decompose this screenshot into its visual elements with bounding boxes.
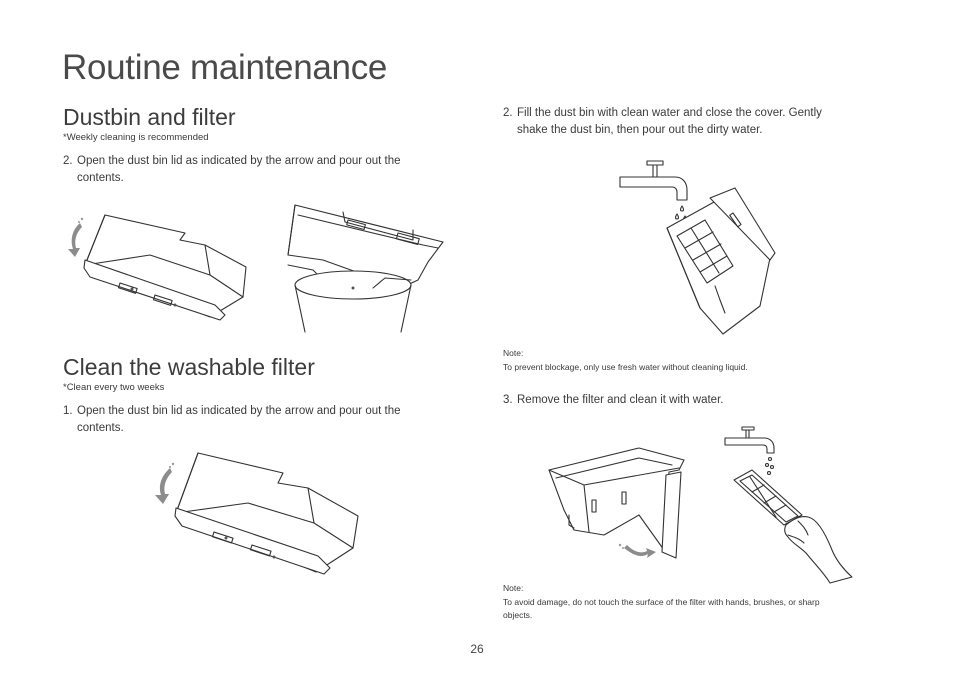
page-title: Routine maintenance <box>62 48 388 87</box>
washable-step-line1: Open the dust bin lid as indicated by th… <box>77 405 401 417</box>
washable-step: 1. Open the dust bin lid as indicated by … <box>63 403 463 437</box>
note2-line2: objects. <box>503 610 533 620</box>
fill-water-illustration <box>619 160 776 335</box>
remove-filter-step-number: 3. <box>503 394 513 406</box>
dustbin-step-line1: Open the dust bin lid as indicated by th… <box>77 155 401 167</box>
faucet-icon <box>724 426 775 454</box>
washable-step-line2: contents. <box>77 422 124 434</box>
filter-removed-illustration <box>548 447 685 559</box>
dustbin-subtitle: *Weekly cleaning is recommended <box>63 132 209 143</box>
note1-text: To prevent blockage, only use fresh wate… <box>503 362 748 372</box>
dustbin-open-illustration <box>68 214 247 321</box>
dustbin-pour-illustration <box>287 204 444 333</box>
dustbin-step-number: 2. <box>63 155 73 167</box>
fill-step: 2. Fill the dust bin with clean water and… <box>503 105 903 139</box>
washable-section-title: Clean the washable filter <box>63 354 315 380</box>
note2-label: Note: <box>503 583 524 593</box>
note2-text: To avoid damage, do not touch the surfac… <box>503 596 903 622</box>
page-number: 26 <box>470 642 484 656</box>
washable-step-number: 1. <box>63 405 73 417</box>
dustbin-step-line2: contents. <box>77 172 124 184</box>
washable-subtitle: *Clean every two weeks <box>63 382 165 393</box>
note1-label: Note: <box>503 348 524 358</box>
washable-open-illustration <box>155 452 359 575</box>
dustbin-section-title: Dustbin and filter <box>63 104 236 130</box>
remove-filter-step-text: Remove the filter and clean it with wate… <box>517 394 724 406</box>
dustbin-step: 2. Open the dust bin lid as indicated by … <box>63 153 463 187</box>
rotate-arrow-icon <box>155 468 172 504</box>
fill-step-number: 2. <box>503 107 513 119</box>
faucet-icon <box>619 160 688 201</box>
note2-line1: To avoid damage, do not touch the surfac… <box>503 597 820 607</box>
rinse-filter-illustration <box>724 426 853 584</box>
slide-arrow-icon <box>624 545 656 558</box>
fill-step-line1: Fill the dust bin with clean water and c… <box>517 107 822 119</box>
remove-filter-step: 3. Remove the filter and clean it with wa… <box>503 392 903 409</box>
fill-step-line2: shake the dust bin, then pour out the di… <box>517 124 763 136</box>
rotate-arrow-icon <box>68 223 82 257</box>
